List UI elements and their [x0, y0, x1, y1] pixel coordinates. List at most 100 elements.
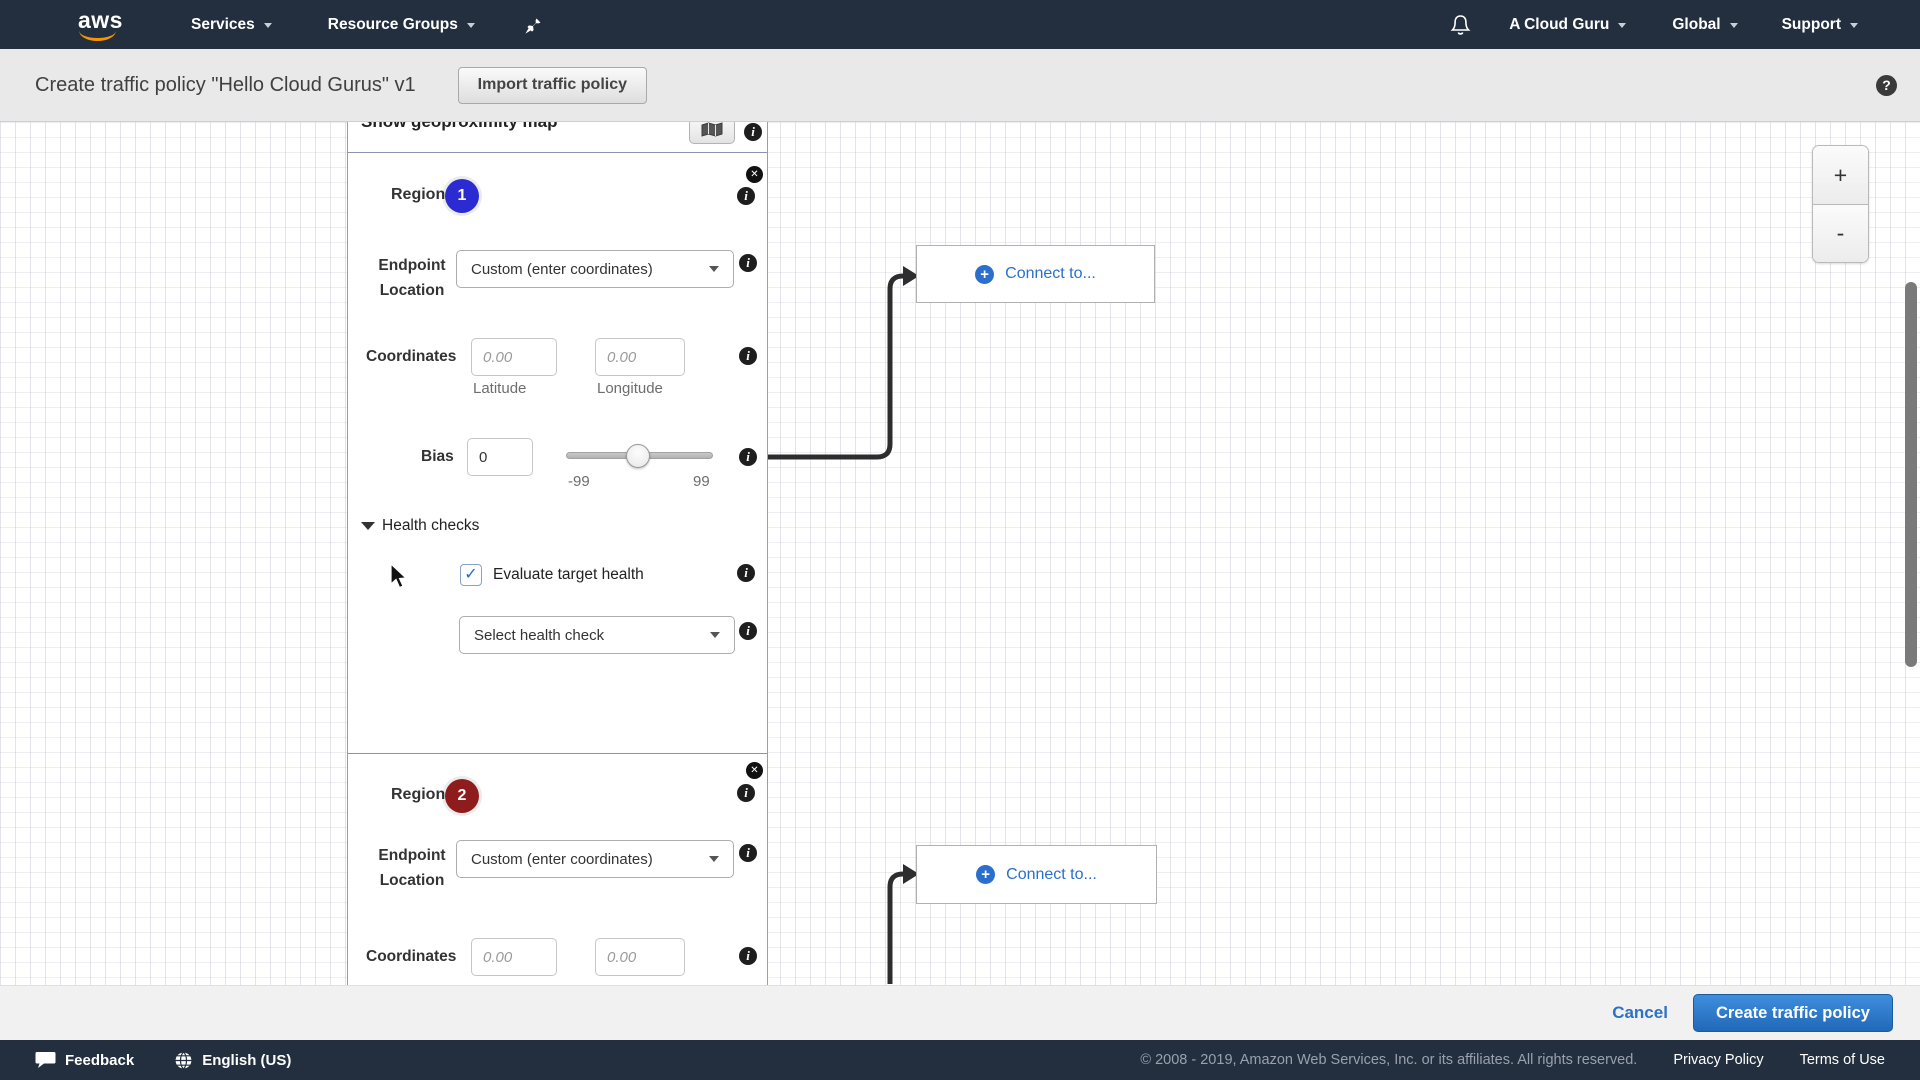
- chevron-down-icon: [466, 23, 475, 28]
- bell-icon: [1450, 14, 1471, 35]
- notifications-bell[interactable]: [1450, 13, 1471, 37]
- terms-of-use-link[interactable]: Terms of Use: [1799, 1052, 1885, 1068]
- coordinates-label: Coordinates: [366, 948, 457, 965]
- info-icon[interactable]: i: [737, 784, 755, 802]
- endpoint-label-line2: Location: [379, 872, 445, 889]
- aws-smile-icon: [79, 29, 116, 41]
- bias-slider-handle[interactable]: [626, 444, 650, 468]
- chevron-down-icon: [709, 266, 719, 272]
- copyright-text: © 2008 - 2019, Amazon Web Services, Inc.…: [1140, 1052, 1638, 1068]
- privacy-policy-link[interactable]: Privacy Policy: [1673, 1052, 1764, 1068]
- feedback-label: Feedback: [65, 1051, 135, 1069]
- cancel-button[interactable]: Cancel: [1612, 1003, 1668, 1022]
- region-name-label: Global: [1672, 15, 1721, 33]
- vertical-scrollbar[interactable]: [1905, 282, 1917, 667]
- aws-top-nav: aws Services Resource Groups A Clou: [0, 0, 1920, 49]
- longitude-caption: Longitude: [597, 380, 663, 397]
- info-icon[interactable]: i: [739, 254, 757, 272]
- help-icon[interactable]: ?: [1876, 75, 1897, 96]
- endpoint-label-line1: Endpoint: [378, 847, 446, 864]
- region1-health-check-select[interactable]: Select health check: [459, 616, 735, 654]
- panel-divider: [348, 753, 767, 754]
- panel-divider: [348, 152, 767, 153]
- region2-number-badge[interactable]: 2: [445, 779, 479, 813]
- support-label: Support: [1781, 15, 1841, 33]
- chevron-down-icon: [1618, 23, 1627, 28]
- info-icon[interactable]: i: [739, 448, 757, 466]
- endpoint-location-value: Custom (enter coordinates): [471, 850, 653, 868]
- region1-connect-to-box[interactable]: + Connect to...: [916, 245, 1155, 303]
- aws-logo[interactable]: aws: [78, 7, 123, 41]
- page-header: Create traffic policy "Hello Cloud Gurus…: [0, 49, 1920, 122]
- speech-bubble-icon: [35, 1052, 56, 1068]
- endpoint-label-line2: Location: [379, 282, 445, 299]
- aws-footer: Feedback English (US) © 2008 - 2019, Ama…: [0, 1040, 1920, 1080]
- region1-number-badge[interactable]: 1: [445, 179, 479, 213]
- info-icon[interactable]: i: [739, 844, 757, 862]
- zoom-out-button[interactable]: -: [1813, 204, 1868, 262]
- canvas-zoom-controls: + -: [1812, 145, 1869, 263]
- bias-min-label: -99: [568, 473, 590, 490]
- info-icon[interactable]: i: [739, 347, 757, 365]
- evaluate-target-health-label: Evaluate target health: [493, 566, 644, 583]
- bias-label: Bias: [421, 448, 454, 465]
- traffic-policy-rule-panel: Show geoproximity map i ✕ i Region: 1 En…: [347, 112, 768, 985]
- remove-region1-icon[interactable]: ✕: [746, 166, 763, 183]
- nav-account-menu[interactable]: A Cloud Guru: [1509, 15, 1627, 34]
- region2-longitude-input[interactable]: [595, 938, 685, 976]
- nav-support-menu[interactable]: Support: [1782, 16, 1858, 34]
- nav-pin-shortcut[interactable]: [525, 16, 541, 34]
- nav-services-label: Services: [190, 15, 255, 33]
- info-icon[interactable]: i: [744, 123, 762, 141]
- create-traffic-policy-button[interactable]: Create traffic policy: [1692, 994, 1893, 1032]
- chevron-down-icon: [263, 23, 272, 28]
- region2-endpoint-location-select[interactable]: Custom (enter coordinates): [456, 840, 734, 878]
- latitude-caption: Latitude: [473, 380, 527, 397]
- endpoint-label-line1: Endpoint: [378, 257, 446, 274]
- info-icon[interactable]: i: [739, 947, 757, 965]
- evaluate-target-health-checkbox[interactable]: ✓: [460, 564, 482, 586]
- endpoint-location-label: Endpoint Location: [366, 843, 458, 893]
- health-checks-section-label: Health checks: [382, 517, 480, 534]
- region1-bias-input[interactable]: [467, 438, 533, 476]
- region2-connect-to-box[interactable]: + Connect to...: [916, 845, 1157, 904]
- region1-label: Region:: [391, 186, 451, 203]
- health-check-select-value: Select health check: [474, 626, 605, 644]
- remove-region2-icon[interactable]: ✕: [746, 762, 763, 779]
- collapse-triangle-icon[interactable]: [361, 522, 375, 530]
- region1-latitude-input[interactable]: [471, 338, 557, 376]
- nav-region-menu[interactable]: Global: [1672, 15, 1738, 34]
- coordinates-label: Coordinates: [366, 348, 457, 365]
- info-icon[interactable]: i: [739, 622, 757, 640]
- bias-max-label: 99: [693, 473, 710, 490]
- feedback-button[interactable]: Feedback: [35, 1051, 134, 1069]
- chevron-down-icon: [1850, 23, 1858, 28]
- connect-to-label: Connect to...: [1006, 865, 1097, 883]
- zoom-in-button[interactable]: +: [1813, 146, 1868, 204]
- language-selector[interactable]: English (US): [174, 1050, 292, 1070]
- region1-longitude-input[interactable]: [595, 338, 685, 376]
- nav-resource-groups-label: Resource Groups: [327, 15, 458, 33]
- plus-icon: +: [976, 865, 996, 884]
- globe-icon: [174, 1050, 193, 1070]
- chevron-down-icon: [709, 856, 719, 862]
- nav-resource-groups[interactable]: Resource Groups: [328, 16, 475, 34]
- region2-latitude-input[interactable]: [471, 938, 557, 976]
- page-title: Create traffic policy "Hello Cloud Gurus…: [35, 73, 416, 96]
- endpoint-location-value: Custom (enter coordinates): [471, 260, 653, 278]
- pushpin-icon: [525, 16, 541, 34]
- info-icon[interactable]: i: [737, 564, 755, 582]
- endpoint-location-label: Endpoint Location: [366, 253, 458, 303]
- account-name-label: A Cloud Guru: [1509, 15, 1610, 33]
- map-icon: [701, 121, 723, 137]
- language-label: English (US): [202, 1051, 292, 1069]
- region1-endpoint-location-select[interactable]: Custom (enter coordinates): [456, 250, 734, 288]
- import-traffic-policy-button[interactable]: Import traffic policy: [457, 66, 648, 104]
- chevron-down-icon: [1729, 23, 1738, 28]
- plus-icon: +: [975, 264, 995, 284]
- bottom-action-bar: Cancel Create traffic policy: [0, 985, 1920, 1040]
- nav-right-group: A Cloud Guru Global Support: [1450, 13, 1858, 37]
- info-icon[interactable]: i: [737, 187, 755, 205]
- nav-services[interactable]: Services: [191, 16, 272, 34]
